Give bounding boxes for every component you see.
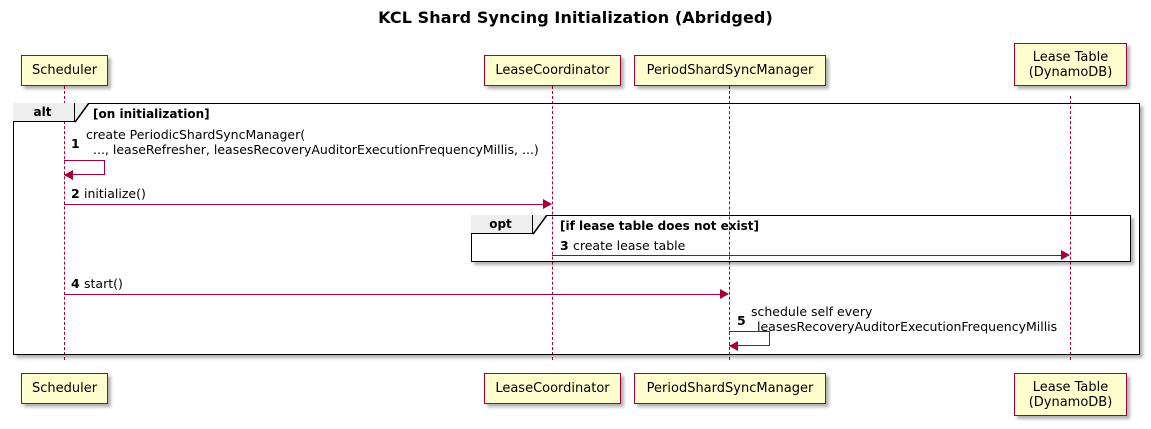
- participant-lease-table-top[interactable]: Lease Table (DynamoDB): [1014, 43, 1127, 86]
- message-5-label-line1: schedule self every: [751, 304, 873, 319]
- message-5-arrowhead: [729, 341, 738, 351]
- message-4-line: [64, 294, 720, 295]
- fragment-operator-label: alt: [33, 105, 52, 119]
- lifeline-scheduler: [64, 86, 65, 360]
- message-1-number: 1: [71, 136, 80, 151]
- fragment-alt-tab-corner-icon: [75, 103, 89, 123]
- message-2-number: 2: [71, 186, 80, 201]
- message-5-self-call-loop: [729, 331, 770, 346]
- participant-scheduler-top[interactable]: Scheduler: [21, 55, 108, 86]
- fragment-alt: [13, 103, 1140, 355]
- message-3-line: [552, 255, 1061, 256]
- message-4-arrowhead: [720, 289, 729, 299]
- participant-label-line1: Lease Table: [1032, 379, 1109, 395]
- message-2-line: [64, 204, 543, 205]
- participant-lease-coordinator-top[interactable]: LeaseCoordinator: [484, 55, 621, 86]
- fragment-opt-guard: [if lease table does not exist]: [560, 219, 760, 233]
- lifeline-lease-table: [1070, 96, 1071, 360]
- message-4-number: 4: [71, 276, 80, 291]
- message-2-arrowhead: [543, 199, 552, 209]
- lifeline-period-shard-sync-manager: [729, 86, 730, 360]
- message-1-label-line2: ..., leaseRefresher, leasesRecoveryAudit…: [93, 142, 539, 157]
- page-title: KCL Shard Syncing Initialization (Abridg…: [378, 8, 773, 27]
- participant-label: PeriodShardSyncManager: [646, 381, 814, 396]
- participant-label: LeaseCoordinator: [495, 63, 610, 78]
- message-5-label-line2: leasesRecoveryAuditorExecutionFrequencyM…: [757, 319, 1058, 334]
- message-3-label: create lease table: [573, 238, 686, 253]
- message-1-self-call-loop: [64, 160, 105, 175]
- participant-period-shard-sync-manager-top[interactable]: PeriodShardSyncManager: [634, 55, 826, 86]
- participant-scheduler-bottom[interactable]: Scheduler: [21, 373, 108, 404]
- lifeline-lease-coordinator: [552, 86, 553, 360]
- fragment-opt: [471, 215, 1131, 262]
- participant-label-line2: (DynamoDB): [1028, 394, 1113, 410]
- participant-lease-table-bottom[interactable]: Lease Table (DynamoDB): [1014, 373, 1127, 416]
- message-3-arrowhead: [1061, 250, 1070, 260]
- fragment-alt-guard: [on initialization]: [93, 107, 210, 121]
- message-5-number: 5: [737, 313, 746, 328]
- participant-label: Scheduler: [31, 63, 98, 78]
- participant-period-shard-sync-manager-bottom[interactable]: PeriodShardSyncManager: [634, 373, 826, 404]
- message-4-label: start(): [84, 276, 123, 291]
- participant-label: Scheduler: [31, 381, 98, 396]
- participant-lease-coordinator-bottom[interactable]: LeaseCoordinator: [484, 373, 621, 404]
- fragment-operator-label: opt: [489, 217, 512, 231]
- participant-label-line1: Lease Table: [1032, 49, 1109, 65]
- message-1-label-line1: create PeriodicShardSyncManager(: [86, 127, 306, 142]
- participant-label-line2: (DynamoDB): [1028, 64, 1113, 80]
- participant-label: LeaseCoordinator: [495, 381, 610, 396]
- fragment-opt-operator: opt: [471, 215, 533, 234]
- fragment-alt-operator: alt: [13, 103, 75, 122]
- fragment-opt-tab-corner-icon: [533, 215, 547, 235]
- participant-label: PeriodShardSyncManager: [646, 63, 814, 78]
- message-3-number: 3: [560, 238, 569, 253]
- message-1-arrowhead: [64, 170, 73, 180]
- message-2-label: initialize(): [84, 186, 146, 201]
